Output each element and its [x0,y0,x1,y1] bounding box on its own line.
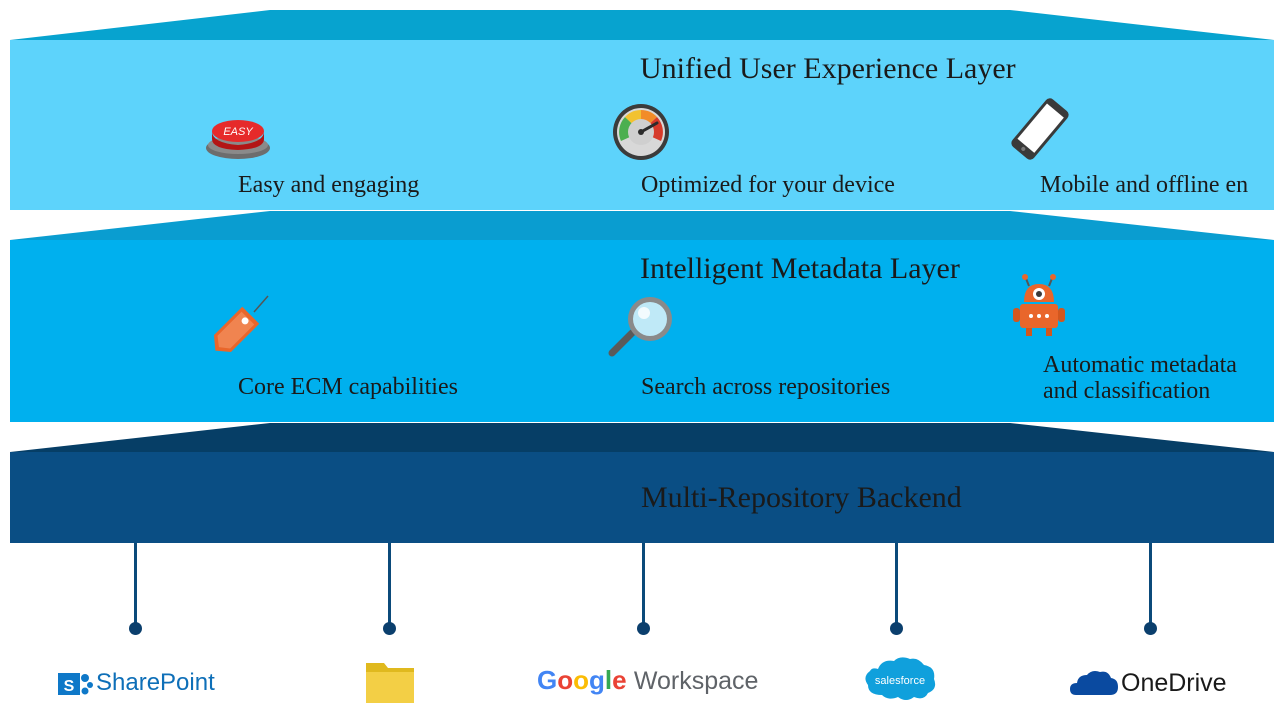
easy-button-icon: EASY [206,120,270,159]
easy-button-text: EASY [223,126,253,138]
metadata-feature-search-label: Search across repositories [641,374,891,400]
ux-feature-optimized-label: Optimized for your device [641,172,895,198]
robot-icon [1013,274,1065,336]
metadata-layer-title: Intelligent Metadata Layer [640,252,960,285]
metadata-feature-auto-label-line2: and classification [1043,378,1211,404]
connector-dot-sharepoint [129,622,142,635]
connector-dot-onedrive [1144,622,1157,635]
backend-layer-top [10,423,1274,452]
magnifier-icon [608,297,672,357]
sharepoint-logo: S SharePoint [58,668,215,698]
connector-stem-folder [388,543,391,629]
speedometer-icon [613,104,669,160]
tag-icon [213,295,269,353]
sharepoint-icon: S [58,673,93,695]
cloud-icon [1070,671,1118,695]
ux-layer-title: Unified User Experience Layer [640,52,1016,85]
sharepoint-name: SharePoint [96,669,215,696]
smartphone-icon [1011,98,1069,160]
connector-stem-salesforce [895,543,898,629]
metadata-feature-auto-label-line1: Automatic metadata [1043,352,1237,378]
connector-dot-folder [383,622,396,635]
connector-dot-google [637,622,650,635]
onedrive-logo: OneDrive [1070,668,1227,698]
connector-stem-onedrive [1149,543,1152,629]
metadata-layer-top [10,211,1274,240]
connector-dot-salesforce [890,622,903,635]
metadata-feature-core-label: Core ECM capabilities [238,374,458,400]
backend-layer-title: Multi-Repository Backend [641,481,962,514]
backend-layer [10,452,1274,543]
connector-stem-google [642,543,645,629]
ux-feature-mobile-label: Mobile and offline en [1040,172,1249,198]
svg-text:S: S [64,678,75,695]
connector-stem-sharepoint [134,543,137,629]
salesforce-name: salesforce [875,675,925,687]
salesforce-logo: salesforce [865,657,936,700]
google-wordmark: Google [537,665,627,695]
onedrive-name: OneDrive [1121,668,1227,697]
ux-feature-easy-label: Easy and engaging [238,172,420,198]
folder-icon [366,663,414,703]
google-workspace-logo: Google Workspace [537,665,758,696]
workspace-wordmark: Workspace [633,667,759,695]
ux-layer-top [10,10,1274,40]
